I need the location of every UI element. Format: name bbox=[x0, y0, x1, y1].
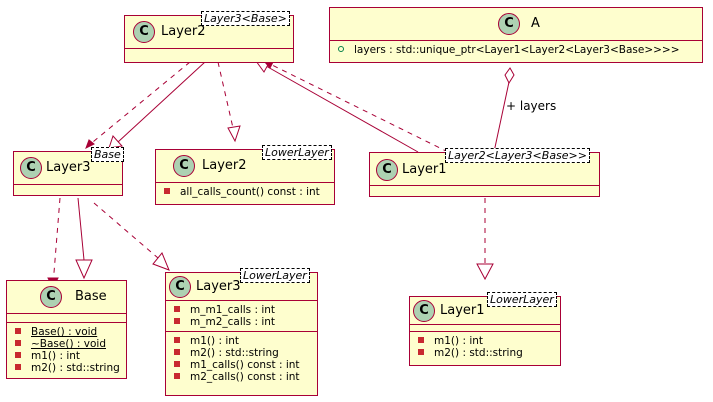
edge-layer2-extends-layer3 bbox=[117, 61, 206, 143]
method-row: m1() : int bbox=[410, 335, 560, 347]
class-header: C Layer1 bbox=[410, 297, 560, 325]
class-header: C A bbox=[330, 8, 702, 41]
private-visibility-icon bbox=[164, 188, 170, 194]
edge-label-layers: + layers bbox=[506, 99, 557, 113]
class-methods: all_calls_count() const : int bbox=[156, 183, 334, 201]
private-visibility-icon bbox=[174, 306, 180, 312]
class-stereotype-icon: C bbox=[173, 155, 195, 177]
method-row: m2() : std::string bbox=[166, 347, 317, 359]
class-fields: layers : std::unique_ptr<Layer1<Layer2<L… bbox=[330, 41, 702, 59]
class-a[interactable]: C A layers : std::unique_ptr<Layer1<Laye… bbox=[329, 7, 703, 63]
class-layer3-lowerlayer[interactable]: C Layer3 m_m1_calls : int m_m2_calls : i… bbox=[165, 272, 318, 396]
class-name: Layer1 bbox=[440, 303, 485, 318]
method-row: m2_calls() const : int bbox=[166, 371, 317, 383]
class-methods: m1() : int m2() : std::string bbox=[410, 331, 560, 362]
class-header: C Layer3 bbox=[166, 273, 317, 301]
field-row: m_m1_calls : int bbox=[166, 304, 317, 316]
template-params: LowerLayer bbox=[262, 145, 332, 160]
class-header: C Layer3 bbox=[14, 152, 122, 185]
class-stereotype-icon: C bbox=[413, 300, 435, 322]
template-params: Layer3<Base> bbox=[201, 11, 290, 26]
class-stereotype-icon: C bbox=[376, 159, 398, 181]
class-name: Layer1 bbox=[402, 162, 447, 177]
class-header: C Layer2 bbox=[125, 16, 293, 49]
class-name: Layer3 bbox=[46, 160, 91, 175]
class-name: A bbox=[531, 16, 540, 31]
class-methods: Base() : void ~Base() : void m1() : int … bbox=[7, 322, 126, 377]
method-row: ~Base() : void bbox=[7, 338, 126, 350]
class-name: Base bbox=[75, 289, 107, 304]
private-visibility-icon bbox=[174, 373, 180, 379]
private-visibility-icon bbox=[174, 318, 180, 324]
template-params: LowerLayer bbox=[240, 268, 310, 283]
private-visibility-icon bbox=[174, 337, 180, 343]
edge-layer2-realizes-lowerlayer bbox=[217, 61, 234, 129]
class-stereotype-icon: C bbox=[133, 21, 155, 43]
method-row: m1() : int bbox=[166, 335, 317, 347]
edge-layer1-extends-layer2 bbox=[265, 65, 419, 153]
class-name: Layer2 bbox=[202, 158, 247, 173]
edge-layer1-depends-layer2 bbox=[265, 61, 449, 153]
method-row: all_calls_count() const : int bbox=[156, 186, 334, 198]
template-params: LowerLayer bbox=[487, 292, 557, 307]
edge-layer3-realizes-lowerlayer bbox=[93, 202, 159, 259]
realization-triangle-l3 bbox=[152, 252, 170, 271]
field-row: m_m2_calls : int bbox=[166, 316, 317, 328]
class-base[interactable]: C Base Base() : void ~Base() : void m1()… bbox=[6, 280, 127, 379]
template-params: Base bbox=[91, 147, 124, 162]
class-methods: m1() : int m2() : std::string m1_calls()… bbox=[166, 331, 317, 386]
private-visibility-icon bbox=[15, 340, 21, 346]
private-visibility-icon bbox=[15, 352, 21, 358]
class-fields bbox=[7, 314, 126, 322]
class-body bbox=[125, 49, 293, 61]
method-row: m1() : int bbox=[7, 350, 126, 362]
class-name: Layer3 bbox=[196, 279, 241, 294]
aggregation-diamond bbox=[504, 67, 515, 85]
arrowhead-open-dependency bbox=[85, 139, 95, 150]
class-layer1-lowerlayer[interactable]: C Layer1 m1() : int m2() : std::string bbox=[409, 296, 561, 366]
class-stereotype-icon: C bbox=[20, 157, 42, 179]
method-row: m2() : std::string bbox=[410, 347, 560, 359]
class-fields: m_m1_calls : int m_m2_calls : int bbox=[166, 301, 317, 331]
private-visibility-icon bbox=[15, 364, 21, 370]
method-row: Base() : void bbox=[7, 326, 126, 338]
class-header: C Layer1 bbox=[370, 153, 599, 186]
edge-a-aggregates-layer1 bbox=[493, 81, 510, 153]
public-visibility-icon bbox=[338, 46, 344, 52]
class-name: Layer2 bbox=[161, 24, 206, 39]
private-visibility-icon bbox=[15, 328, 21, 334]
realization-triangle-l1 bbox=[476, 263, 494, 281]
class-header: C Layer2 bbox=[156, 150, 334, 183]
method-row: m2() : std::string bbox=[7, 362, 126, 374]
private-visibility-icon bbox=[418, 349, 424, 355]
inheritance-triangle-base bbox=[75, 259, 93, 280]
class-stereotype-icon: C bbox=[169, 276, 191, 298]
class-stereotype-icon: C bbox=[40, 286, 62, 308]
private-visibility-icon bbox=[174, 361, 180, 367]
private-visibility-icon bbox=[174, 349, 180, 355]
class-header: C Base bbox=[7, 281, 126, 314]
field-row: layers : std::unique_ptr<Layer1<Layer2<L… bbox=[330, 44, 702, 56]
realization-triangle bbox=[227, 125, 241, 143]
method-row: m1_calls() const : int bbox=[166, 359, 317, 371]
edge-layer3-extends-base bbox=[77, 197, 85, 261]
private-visibility-icon bbox=[418, 337, 424, 343]
template-params: Layer2<Layer3<Base>> bbox=[445, 148, 590, 163]
edge-layer3-depends-base bbox=[52, 197, 61, 286]
class-stereotype-icon: C bbox=[498, 13, 520, 35]
edge-layer2-depends-layer3 bbox=[87, 61, 191, 147]
